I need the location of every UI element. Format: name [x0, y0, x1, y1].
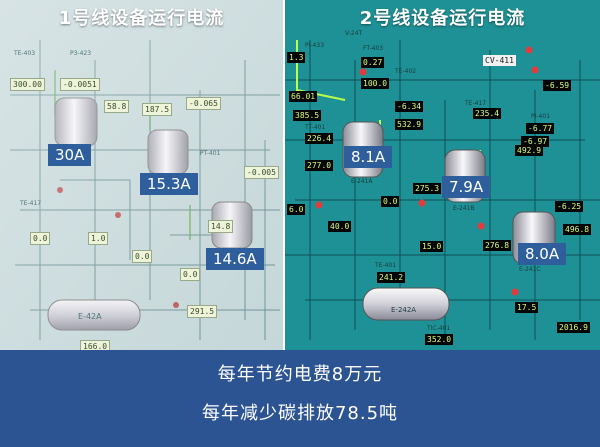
line1-panel: 1号线设备运行电流 300.00 -0.0051 58.8 187.5 -0.0…: [0, 0, 283, 350]
line2-tag: PI-433: [305, 42, 325, 49]
line2-tag: E-241A: [351, 178, 373, 185]
line2-tag: TIC-401: [427, 325, 451, 332]
line2-readout: 100.0: [361, 78, 390, 89]
line1-readout: 291.5: [187, 305, 218, 318]
line2-readout: 0.0: [381, 196, 400, 207]
line2-scada-background: [285, 0, 600, 350]
line2-tag: TT-401: [305, 124, 326, 131]
line1-title: 1号线设备运行电流: [58, 8, 225, 29]
line1-tag: P3-423: [70, 50, 92, 57]
line2-readout: -6.97: [521, 136, 550, 147]
line2-tag: TE-402: [395, 68, 417, 75]
line2-readout: 241.2: [377, 272, 406, 283]
current-label-2b: 7.9A: [442, 176, 491, 198]
line2-readout: 6.0: [287, 204, 306, 215]
line2-title: 2号线设备运行电流: [359, 8, 526, 29]
line1-readout: 0.0: [132, 250, 153, 263]
line2-readout: 235.4: [473, 108, 502, 119]
line2-readout: 226.4: [305, 133, 334, 144]
current-label-2a: 8.1A: [344, 146, 393, 168]
line1-tag: TE-417: [20, 200, 42, 207]
line2-tag-cv: CV-411: [483, 55, 516, 66]
line1-readout: 14.8: [208, 220, 234, 233]
line2-readout: 352.0: [425, 334, 454, 345]
line1-readout: -0.005: [244, 166, 279, 179]
line1-tag: PT-401: [200, 150, 221, 157]
line1-readout: 0.0: [180, 268, 201, 281]
current-label-2c: 8.0A: [518, 243, 567, 265]
line1-readout: 0.0: [30, 232, 51, 245]
line2-tag: TE-401: [375, 262, 397, 269]
summary-electricity-savings: 每年节约电费8万元: [217, 364, 383, 385]
line2-readout: 532.9: [395, 119, 424, 130]
line2-tag: TE-417: [465, 100, 487, 107]
line2-readout: 385.5: [293, 110, 322, 121]
line2-readout: -6.34: [395, 101, 424, 112]
line1-readout: 300.00: [10, 78, 45, 91]
line1-readout: 58.8: [104, 100, 130, 113]
current-label-1b: 15.3A: [140, 173, 198, 195]
line2-tag: E-241C: [519, 266, 541, 273]
line2-readout: 15.0: [420, 241, 444, 252]
summary-footer: 每年节约电费8万元 每年减少碳排放78.5吨: [0, 350, 600, 447]
line2-readout: 2016.9: [557, 322, 590, 333]
line1-readout: 187.5: [142, 103, 173, 116]
summary-carbon-reduction: 每年减少碳排放78.5吨: [201, 403, 399, 424]
line2-tag: E-241B: [453, 205, 475, 212]
line2-readout: 1.3: [287, 52, 306, 63]
line1-tag: TE-403: [14, 50, 36, 57]
line2-panel: 2号线设备运行电流 1.3 0.27 100.0 -6.59 66.01 -6.…: [285, 0, 600, 350]
current-label-1a: 30A: [48, 144, 92, 166]
line2-tag: V-24T: [345, 30, 363, 37]
line2-readout: 40.0: [328, 221, 352, 232]
line2-readout: 17.5: [515, 302, 539, 313]
line1-tag: E-42A: [78, 312, 102, 321]
line1-readout: 1.0: [88, 232, 109, 245]
line2-tag: E-242A: [391, 306, 417, 314]
line2-readout: 276.8: [483, 240, 512, 251]
line1-readout: -0.0051: [60, 78, 100, 91]
line2-tag: FT-403: [363, 45, 384, 52]
line2-tag: PI-401: [531, 113, 551, 120]
line2-readout: -6.25: [555, 201, 584, 212]
line2-readout: 275.3: [413, 183, 442, 194]
current-label-1c: 14.6A: [206, 248, 264, 270]
line2-readout: -6.59: [543, 80, 572, 91]
line1-readout: 166.0: [80, 340, 111, 350]
line1-readout: -0.065: [186, 97, 221, 110]
line2-readout: 66.01: [289, 91, 318, 102]
line2-readout: 0.27: [361, 57, 385, 68]
line2-readout: 277.0: [305, 160, 334, 171]
line2-readout: 492.9: [515, 145, 544, 156]
line2-readout: 496.8: [563, 224, 592, 235]
line2-readout: -6.77: [526, 123, 555, 134]
